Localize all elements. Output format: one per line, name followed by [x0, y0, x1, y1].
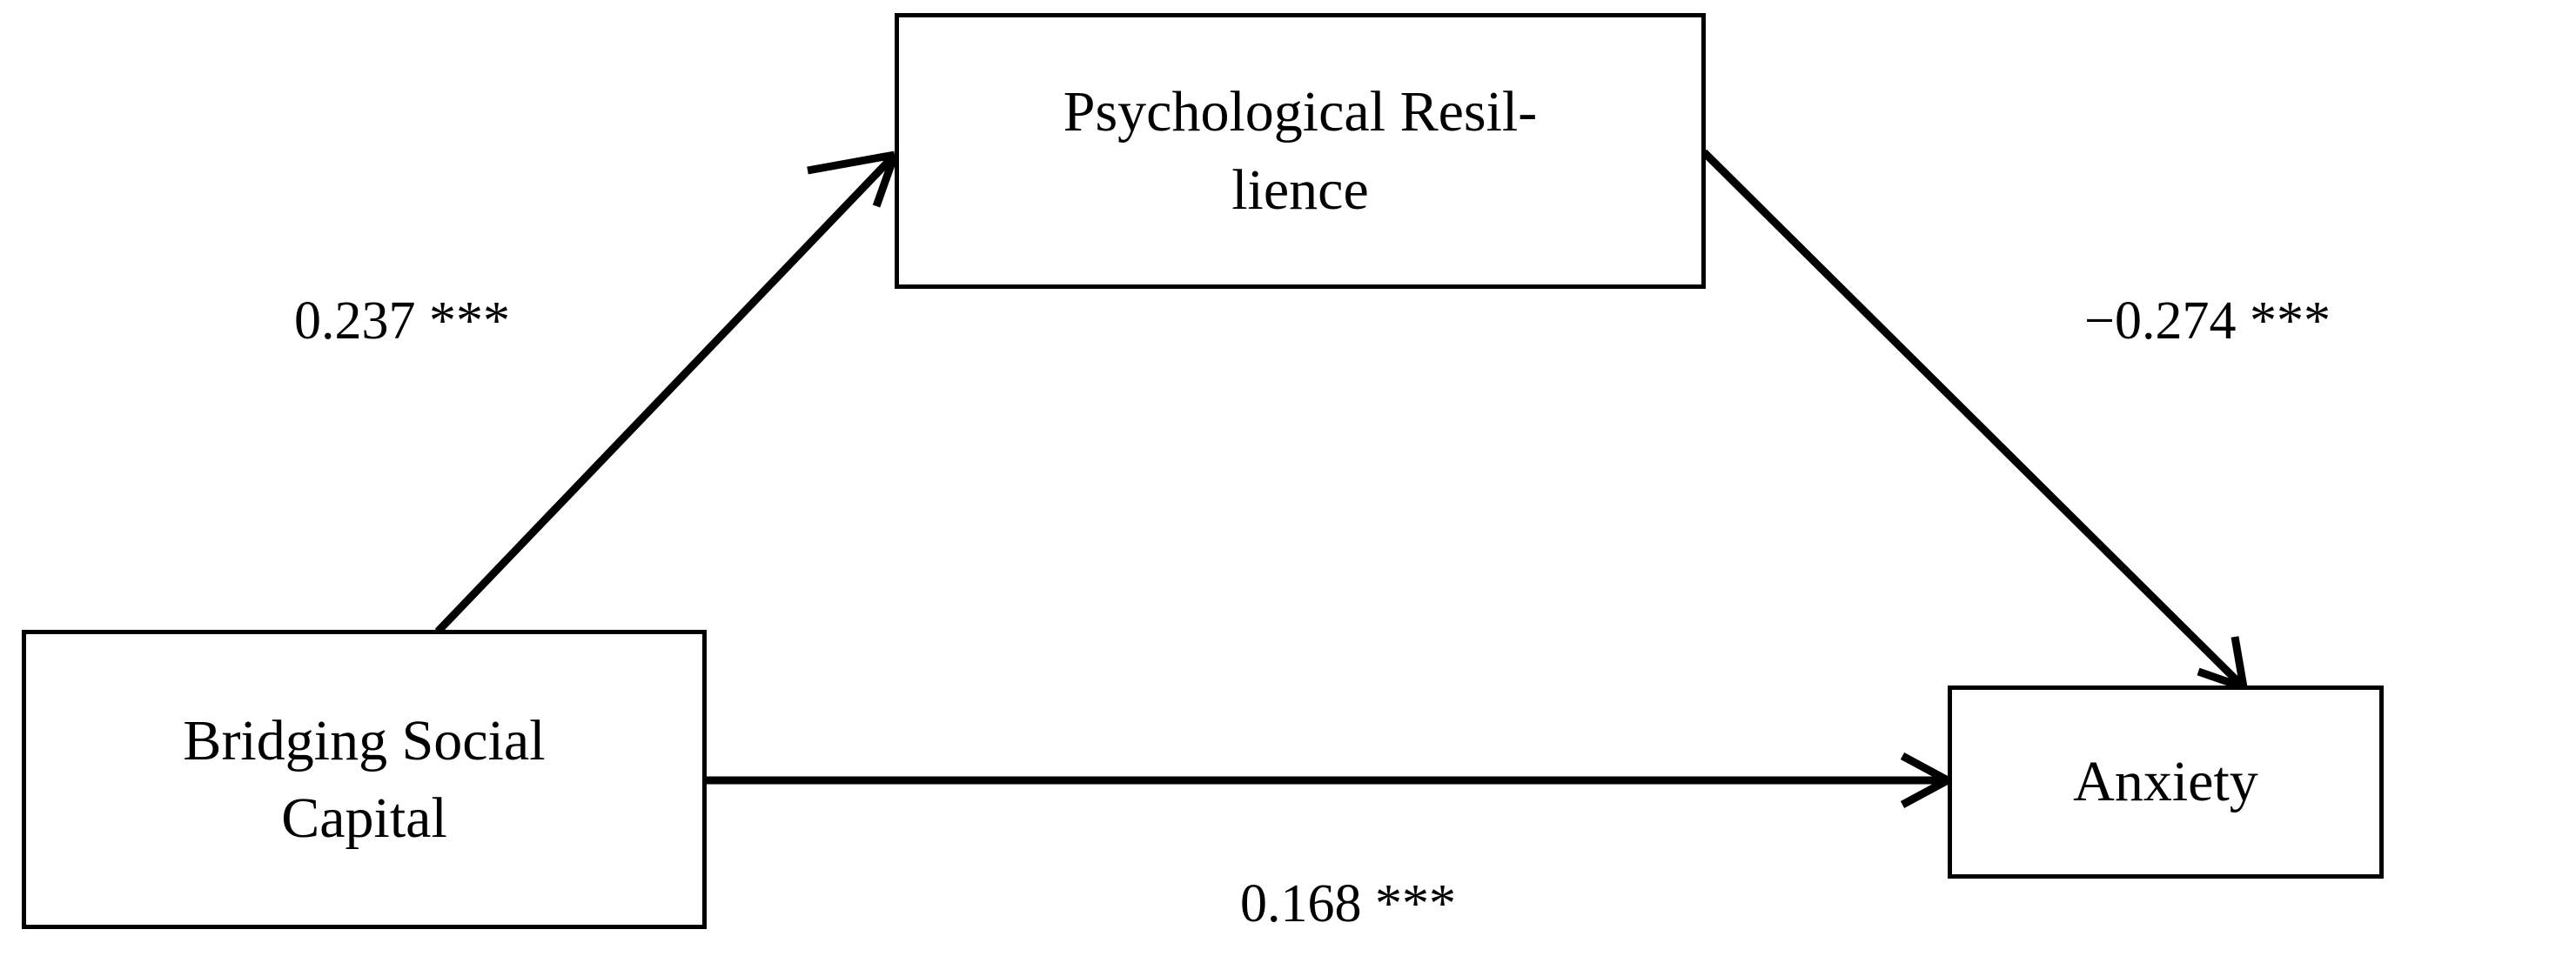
node-bridging-social-capital[interactable]: Bridging Social Capital: [22, 630, 707, 929]
edge-b-path-line: [1701, 149, 2247, 691]
edge-c-path: [702, 752, 1950, 808]
edge-label-a-path: 0.237 ***: [294, 291, 510, 351]
edge-b-path-arrowhead: [2197, 636, 2248, 692]
node-anxiety[interactable]: Anxiety: [1948, 685, 2384, 879]
node-anxiety-label: Anxiety: [2073, 750, 2258, 814]
edge-label-b-path: −0.274 ***: [2084, 291, 2331, 351]
node-psychological-resilience[interactable]: Psychological Resil- lience: [895, 13, 1706, 289]
node-psychological-resilience-label: Psychological Resil- lience: [1063, 80, 1538, 222]
edge-a-path-arrowhead: [807, 150, 899, 208]
edge-label-c-path: 0.168 ***: [1240, 874, 1456, 933]
edge-a-path: [434, 150, 899, 635]
node-bridging-social-capital-label: Bridging Social Capital: [183, 708, 546, 850]
edge-b-path: [1701, 149, 2248, 692]
edge-c-path-arrowhead: [1900, 752, 1950, 808]
edge-a-path-line: [434, 151, 898, 635]
